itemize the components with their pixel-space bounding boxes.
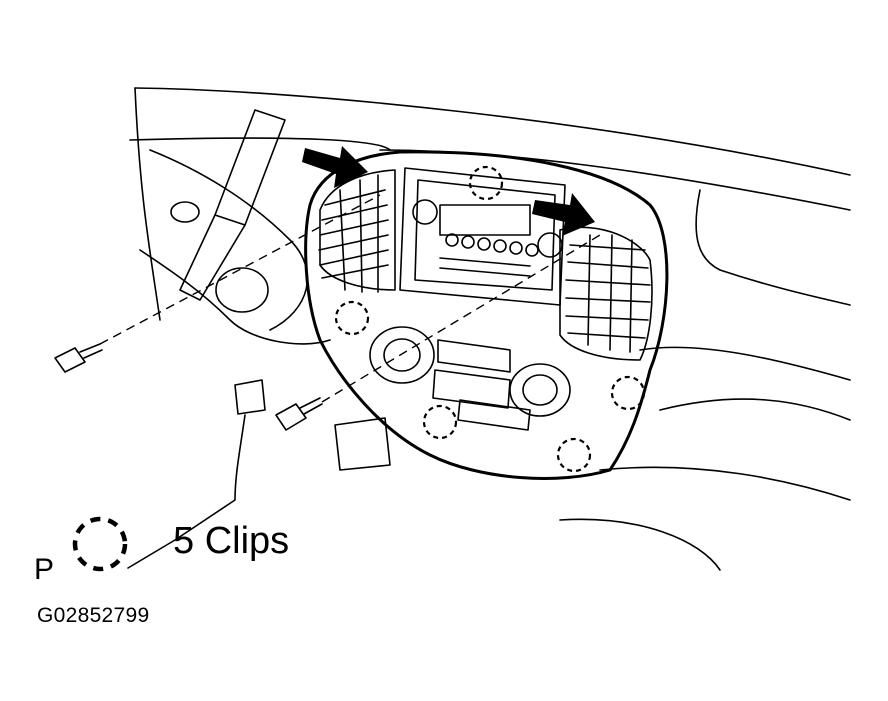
clip-marker-right xyxy=(610,375,646,411)
figure-id: G02852799 xyxy=(37,604,150,627)
removal-arrow-left xyxy=(302,146,368,188)
center-cluster-bezel xyxy=(304,150,669,480)
left-air-vent xyxy=(318,174,389,293)
dashboard-outline xyxy=(129,87,851,571)
clip-marker-bottom-center xyxy=(422,404,458,440)
removal-arrow-right xyxy=(532,193,595,236)
legend-clip-symbol xyxy=(72,516,128,572)
climate-control-panel xyxy=(369,326,571,431)
steering-column xyxy=(139,109,391,471)
legend-leader-line xyxy=(127,414,246,569)
clip-locations xyxy=(334,165,646,473)
clip-marker-top xyxy=(468,165,504,201)
clips-count-label: 5 Clips xyxy=(173,520,290,562)
right-air-vent xyxy=(565,234,651,353)
radio-unit xyxy=(399,167,566,306)
screw-right xyxy=(275,397,323,431)
removal-guide-lines xyxy=(99,194,601,403)
clip-marker-left xyxy=(334,300,370,336)
screw-left xyxy=(54,343,103,373)
clip-symbol-letter: P xyxy=(34,553,55,586)
clip-marker-bottom-right xyxy=(556,437,592,473)
